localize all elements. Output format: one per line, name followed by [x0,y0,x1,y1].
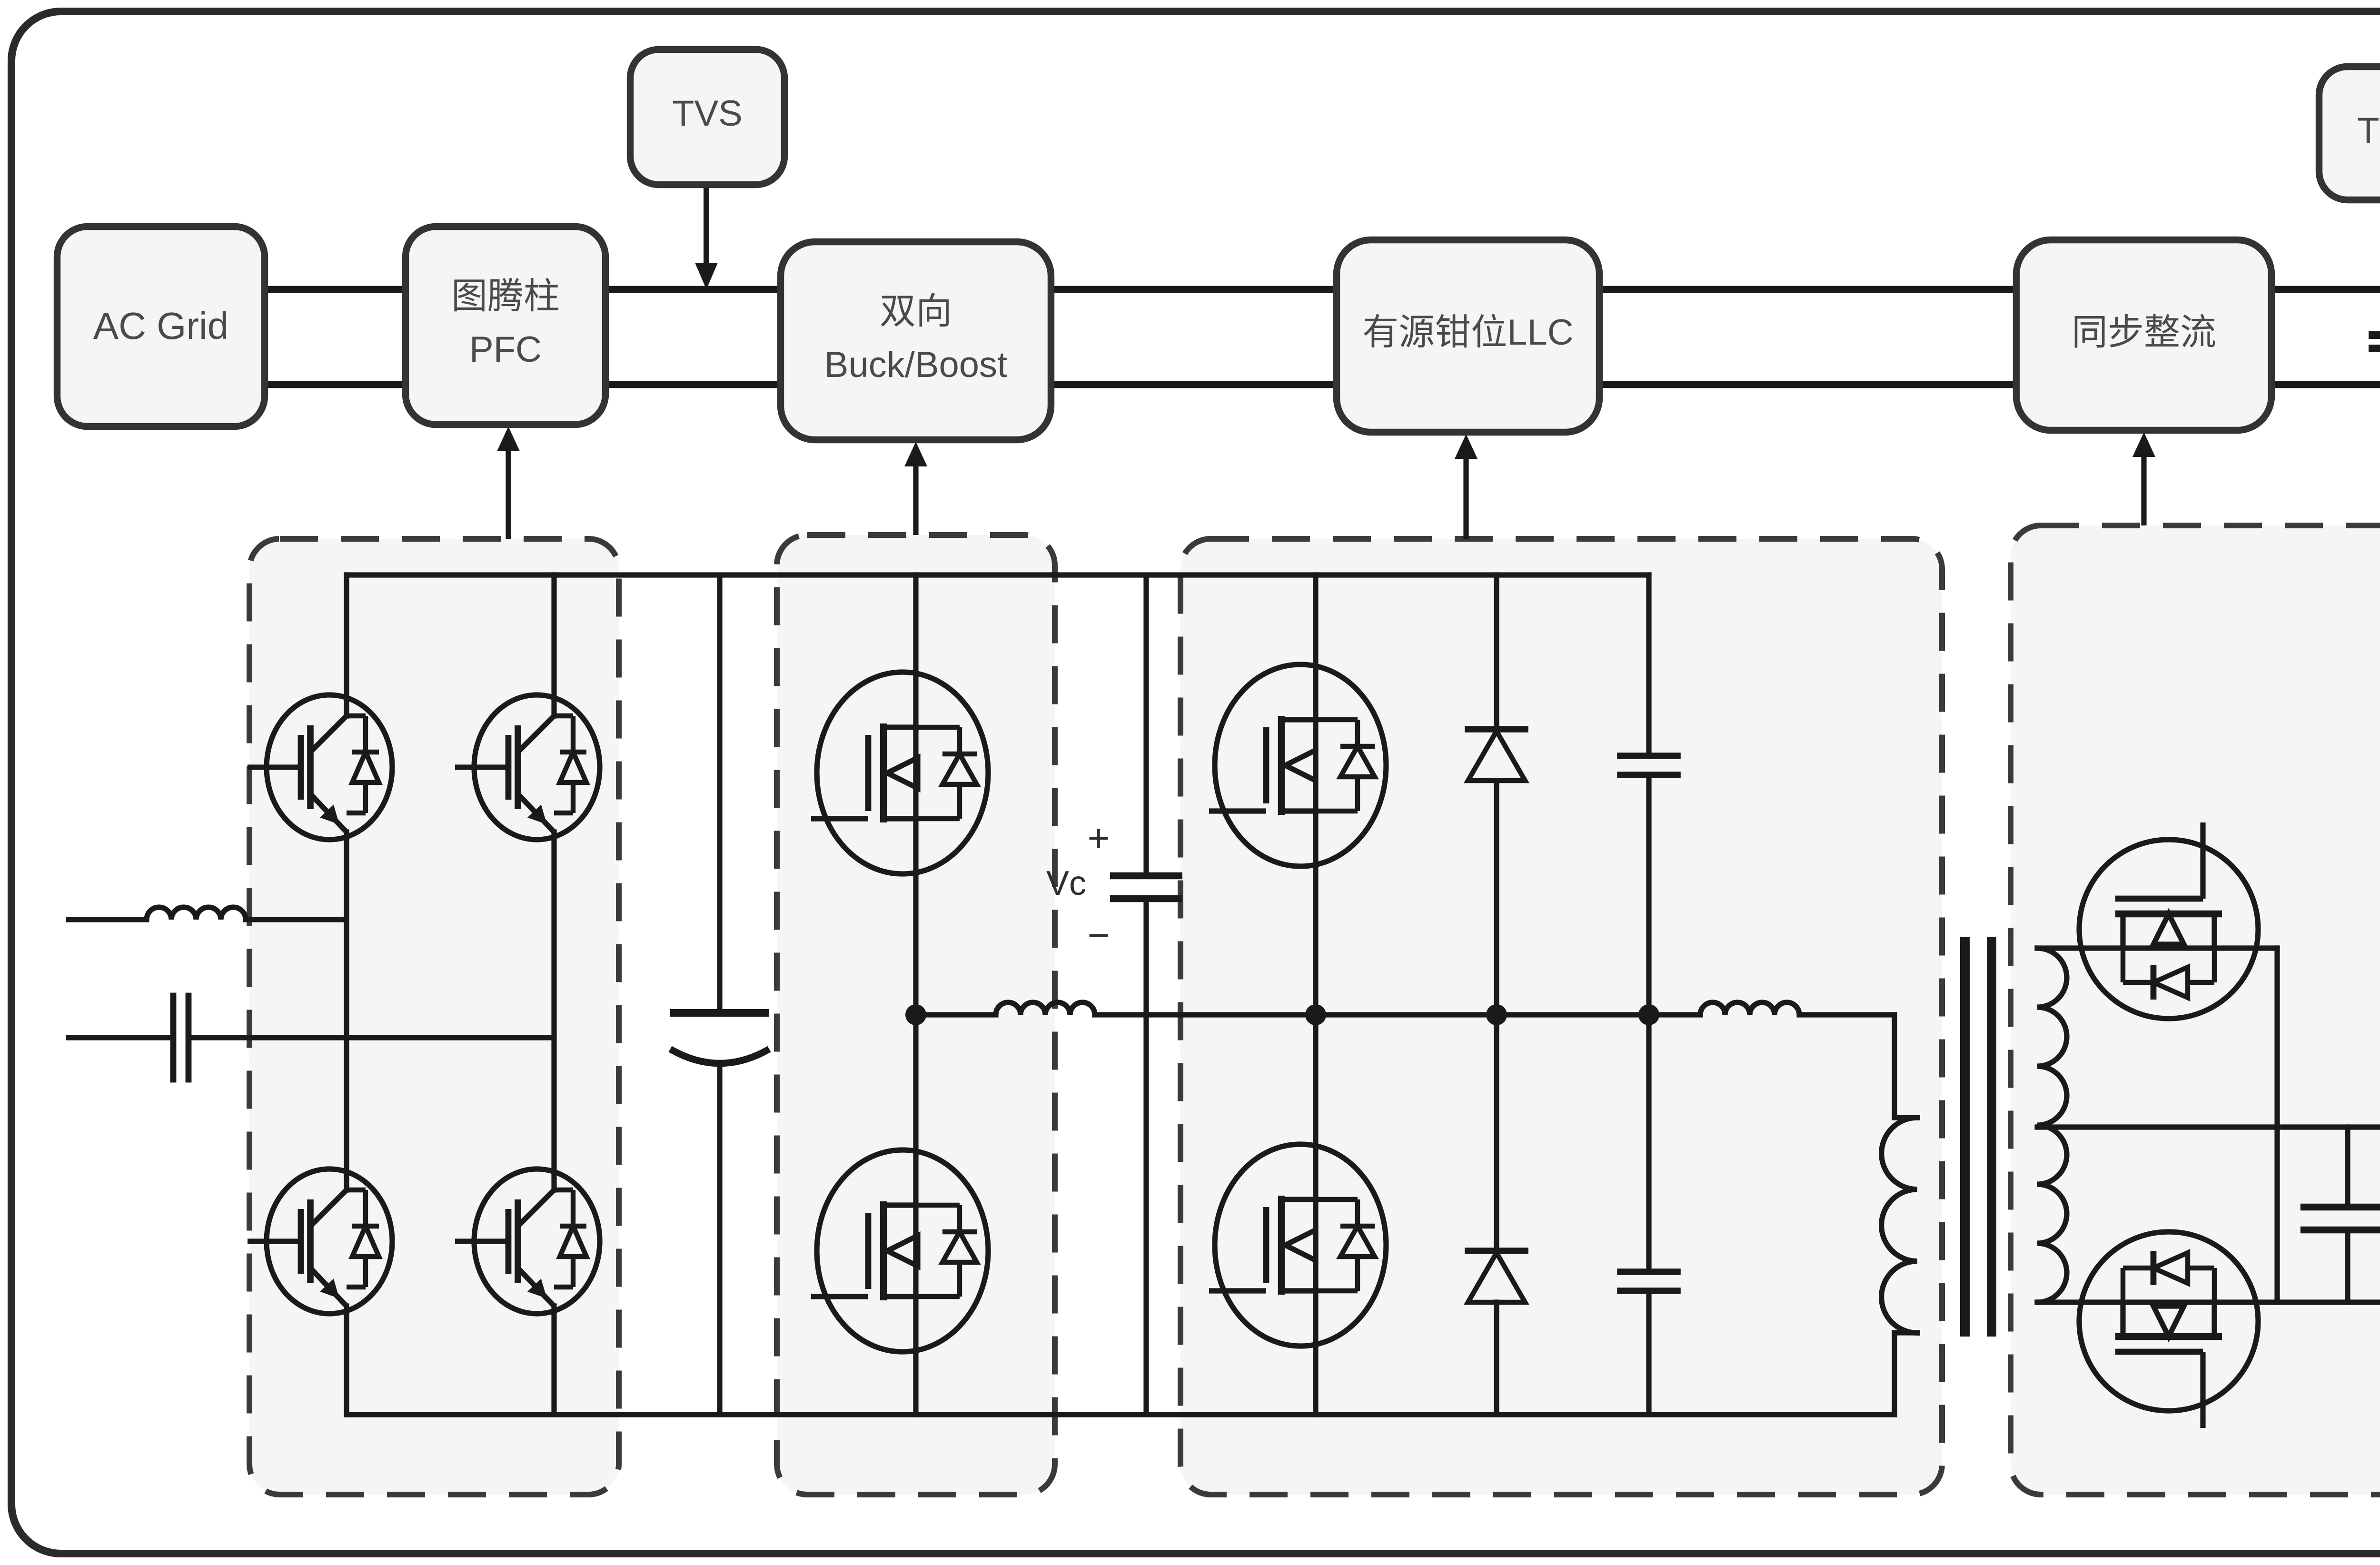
buckboost-circuit [905,572,1897,1417]
dclink-capacitor-icon [668,575,771,1415]
tvs-primary-arrow [695,185,718,289]
dashed-box-pfc-circuit [247,536,622,1497]
block-buck-boost [777,238,1055,444]
clamp-plus-label: + [1088,817,1110,859]
junction-dot [1305,1004,1326,1025]
block-tvs-primary [626,46,788,188]
llc-circuit [1305,572,1920,1417]
diode-leg [1463,572,1530,1417]
block-sync-rect [2013,236,2275,434]
battery-bus-capacitor-icon [2369,331,2380,352]
block-pfc [402,223,609,428]
arrow-syncrect-detail [2132,432,2155,525]
midpoint-wire-with-inductors [913,1000,1897,1018]
arrow-pfc-detail [497,426,520,539]
junction-dot [905,1004,926,1025]
arrow-buckboost-detail [904,442,927,535]
capacitor-leg [1617,572,1681,1417]
block-llc [1333,236,1603,436]
diode-icon [1463,1248,1530,1305]
transformer-primary-winding-icon [1879,1115,1920,1336]
output-capacitor-icon [2300,1124,2380,1305]
bus-wires [261,286,2380,388]
clamp-capacitor-icon [1110,575,1182,1415]
capacitor-icon [1617,753,1681,1294]
pfc-circuit [66,572,1897,1417]
junction-dot [1638,1004,1659,1025]
junction-dot [1486,1004,1507,1025]
ac-input-capacitor-icon [66,992,557,1083]
clamp-minus-label: − [1088,914,1110,956]
clamp-cap-label: Vc [1046,864,1086,902]
pfc-inductor-icon [66,904,349,922]
transformer-core-icon [1960,937,1996,1337]
diode-icon [1463,726,1530,783]
dashed-box-syncrect-circuit [2008,523,2380,1497]
block-tvs-secondary [2315,63,2380,204]
arrow-llc-detail [1455,434,1478,539]
block-ac-grid [53,223,268,430]
